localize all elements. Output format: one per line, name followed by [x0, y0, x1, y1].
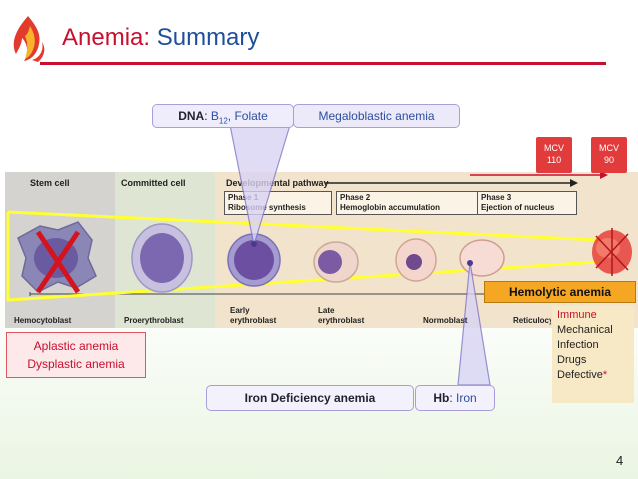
- cause-item: Immune: [557, 309, 597, 321]
- label-reticulocyte: Reticulocyte: [513, 316, 551, 325]
- cause-item: Drugs: [557, 354, 587, 366]
- dna-callout: DNA: B12, Folate: [152, 104, 294, 128]
- hb-callout: Hb: Iron: [415, 385, 495, 411]
- cause-item: Defective*: [557, 369, 608, 381]
- developmental-pathway-header: Developmental pathway: [226, 178, 329, 188]
- label-normoblast: Normoblast: [423, 316, 468, 325]
- committed-cell-header: Committed cell: [121, 178, 186, 188]
- flame-logo-icon: [13, 16, 45, 62]
- cause-item: Mechanical: [557, 324, 613, 336]
- lysed-red-cell: [592, 228, 632, 276]
- slide-title: Anemia: Summary: [62, 24, 260, 51]
- stem-cell-header: Stem cell: [30, 178, 70, 188]
- iron-deficiency-label: Iron Deficiency anemia: [206, 385, 414, 411]
- megaloblastic-label: Megaloblastic anemia: [293, 104, 460, 128]
- cause-item: Infection: [557, 339, 599, 351]
- hemolytic-causes-list: Immune Mechanical Infection Drugs Defect…: [552, 306, 634, 403]
- label-proerythroblast: Proerythroblast: [124, 316, 184, 325]
- title-underline: [40, 62, 606, 65]
- hemolytic-anemia-label: Hemolytic anemia: [484, 281, 636, 303]
- label-hemocytoblast: Hemocytoblast: [14, 316, 72, 325]
- aplastic-anemia-box: Aplastic anemia Dysplastic anemia: [6, 332, 146, 378]
- slide-number: 4: [616, 453, 624, 468]
